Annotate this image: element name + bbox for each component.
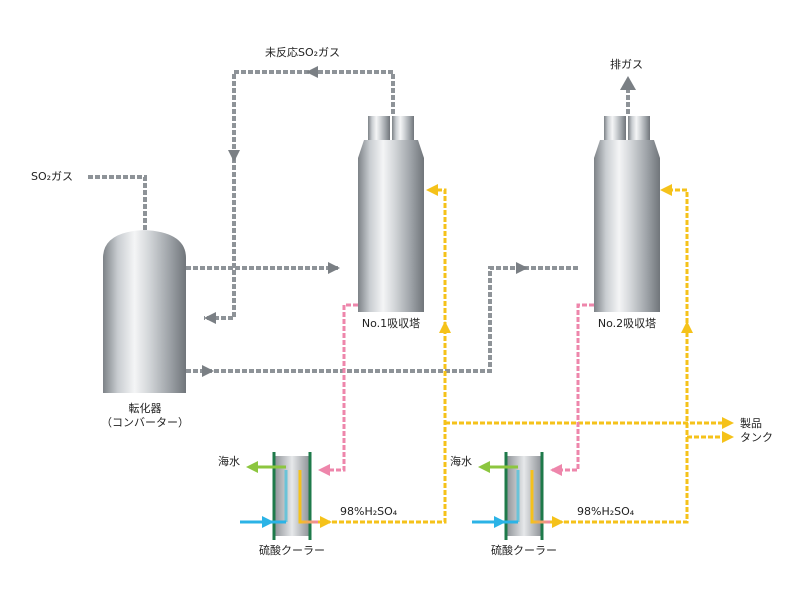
acid2-top-arrow: [660, 184, 672, 196]
absorber2-inlet-arrow: [516, 262, 528, 274]
acid1-cooler-arrow: [320, 516, 332, 528]
absorber2-stack-left: [604, 116, 626, 140]
absorber2-label: No.2吸収塔: [597, 317, 657, 330]
seawater2-in-arrow: [494, 516, 506, 528]
absorber2-vessel: [594, 140, 660, 312]
cooler1-label: 硫酸クーラー: [259, 544, 325, 557]
so2-gas-label: SO₂ガス: [31, 170, 74, 183]
acid2-up-arrow: [681, 321, 693, 333]
seawater2-out-arrow: [478, 461, 490, 473]
cooler2-label: 硫酸クーラー: [491, 544, 557, 557]
return-acid-arrows: [318, 464, 562, 476]
sulfuric-acid-cooler-1: [240, 452, 318, 540]
acid1-top-arrow: [426, 184, 438, 196]
acid2-label: 98%H₂SO₄: [577, 505, 635, 518]
absorber1-inlet-arrow: [328, 262, 340, 274]
converter-vessel: [103, 230, 186, 393]
product-label-line2: タンク: [740, 431, 773, 444]
converter-name-label: 転化器: [128, 402, 162, 415]
seawater1-label: 海水: [218, 455, 240, 468]
converter-lower-outlet-arrow: [202, 365, 214, 377]
cooler1-inlet-arrow: [318, 464, 330, 476]
converter: [103, 230, 186, 393]
acid-lines: [318, 188, 722, 524]
return-acid-lines: [320, 303, 594, 472]
cooler2-inlet-arrow: [550, 464, 562, 476]
acid1-outlet-line: [318, 188, 447, 524]
absorber1-stack-left: [368, 116, 390, 140]
exhaust-gas-label: 排ガス: [610, 58, 643, 71]
absorber2-stack-right: [628, 116, 650, 140]
cooler2-internal-flow: [530, 470, 550, 524]
absorber1-label: No.1吸収塔: [361, 317, 421, 330]
product-arrow-1: [722, 417, 734, 429]
absorber-2: [594, 116, 660, 312]
converter-sub-label: （コンバーター）: [101, 416, 189, 429]
absorber1-vessel: [358, 140, 424, 312]
recycle-top-arrow: [306, 66, 318, 78]
absorber1-stack-right: [392, 116, 414, 140]
acid2-cooler-arrow: [552, 516, 564, 528]
exhaust-arrow: [620, 76, 636, 90]
acid-arrows: [320, 184, 734, 528]
absorber1-bottom-line: [320, 303, 358, 472]
acid1-up-arrow: [439, 321, 451, 333]
recycle-down-arrow: [228, 150, 240, 162]
so2-feed-line: [88, 175, 147, 238]
absorber-1: [358, 116, 424, 312]
acid2-outlet-line: [550, 188, 689, 524]
unreacted-so2-label: 未反応SO₂ガス: [265, 46, 341, 59]
cooler1-internal-flow: [298, 470, 318, 524]
product-arrow-2: [722, 431, 734, 443]
seawater1-in-arrow: [262, 516, 274, 528]
seawater2-label: 海水: [450, 455, 472, 468]
gas-lines: [88, 70, 630, 373]
acid1-label: 98%H₂SO₄: [340, 505, 398, 518]
seawater1-out-arrow: [246, 461, 258, 473]
converter-to-absorber2-line: [186, 266, 580, 373]
sulfuric-acid-cooler-2: [472, 452, 550, 540]
unreacted-gas-recycle-line: [204, 70, 395, 320]
absorber2-bottom-line: [552, 303, 594, 472]
recycle-return-arrow: [204, 312, 216, 324]
product-label-line1: 製品: [740, 417, 762, 430]
